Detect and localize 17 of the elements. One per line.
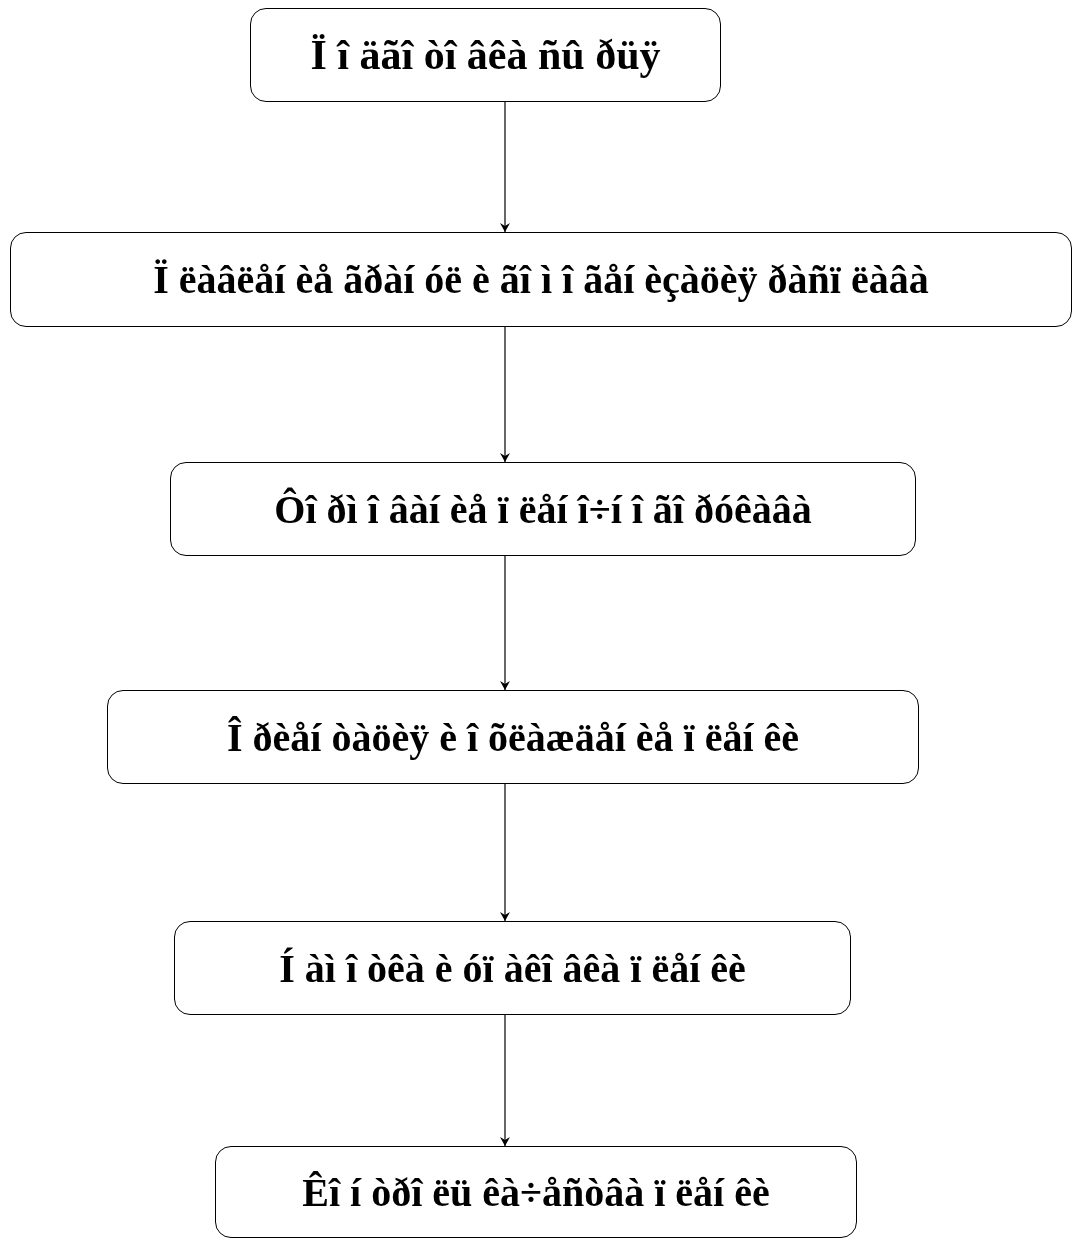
arrow <box>500 783 510 922</box>
step-text: Ôî ðì î âàí èå ï ëåí î÷í î ãî ðóêàâà <box>274 485 812 533</box>
process-box <box>107 690 919 784</box>
process-box <box>170 462 916 556</box>
process-box <box>215 1146 857 1238</box>
arrow <box>500 326 510 463</box>
arrow <box>500 555 510 691</box>
process-box <box>250 8 721 102</box>
step-text: Î ðèåí òàöèÿ è î õëàæäåí èå ï ëåí êè <box>226 713 800 761</box>
step-text: Ï ëàâëåí èå ãðàí óë è ãî ì î ãåí èçàöèÿ ðàñï ëàâà <box>153 256 929 303</box>
process-box <box>10 232 1072 327</box>
process-box <box>174 921 851 1015</box>
step-text: Êî í òðî ëü êà÷åñòâà ï ëåí êè <box>302 1168 770 1216</box>
step-text: Í àì î òêà è óï àêî âêà ï ëåí êè <box>279 944 746 992</box>
arrow <box>500 101 510 233</box>
step-text: Ï î äãî òî âêà ñû ðüÿ <box>310 31 661 79</box>
arrow <box>500 1014 510 1147</box>
